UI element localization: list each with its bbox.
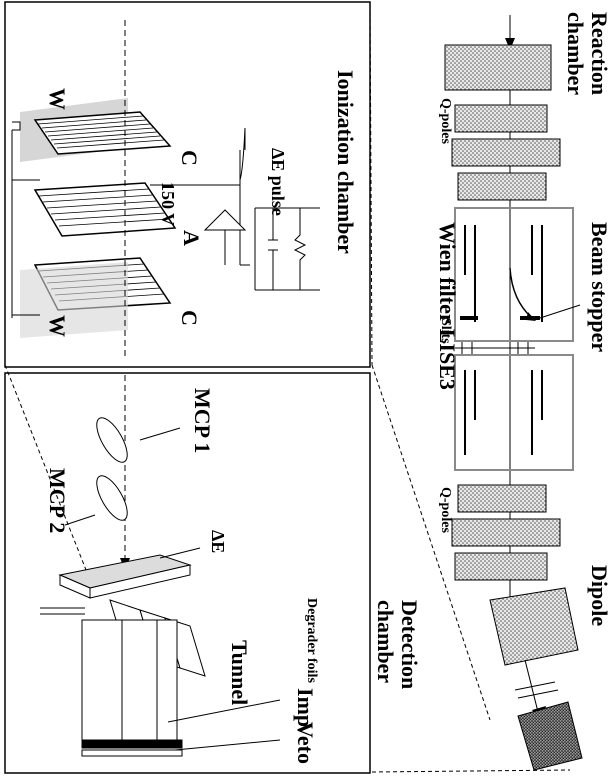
label-degrader-foils: Degrader foils [304,598,319,683]
reaction-chamber-block [444,44,552,91]
q-pole-1 [454,104,548,133]
label-delta-e-pulse: ΔE pulse [268,148,288,216]
label-a: A [179,230,204,246]
label-veto: Veto [293,722,318,764]
zoom-line-3 [371,769,571,773]
label-w-bottom: W [45,315,70,337]
label-voltage: 150 V [158,182,178,226]
beam-arrow-top [505,38,515,50]
label-detection-1: Detection [397,600,422,689]
q-pole-2 [451,138,561,167]
beam-line [444,15,583,771]
label-slits: Slits [438,318,453,344]
wien-filter-box-2 [454,354,574,471]
label-reaction-1: Reaction [587,12,612,95]
detection-frame [4,372,371,774]
wien-filter-box-1 [454,207,574,342]
detection-chamber-block [517,701,583,771]
mcp1-disk [96,417,128,463]
label-mcp2: MCP 2 [45,468,70,533]
q-pole-5 [451,518,561,547]
label-dipole: Dipole [587,565,612,626]
label-delta-e: ΔE [208,530,228,553]
mcp2-disk [96,475,128,521]
label-w-top: W [45,88,70,110]
label-mcp1: MCP 1 [190,388,215,453]
label-tunnel: Tunnel [227,640,252,705]
label-q-poles-top: Q-poles [438,98,453,144]
dipole-block [489,587,579,666]
label-detection-2: chamber [373,600,398,683]
q-pole-3 [457,172,547,201]
zoom-line-2 [371,364,491,721]
q-pole-4 [457,484,547,513]
label-ionization-chamber: Ionization chamber [333,70,358,254]
ionization-chamber-frame [4,1,371,368]
label-reaction-2: chamber [563,12,588,95]
label-c-top: C [177,150,202,166]
label-c-bottom: C [177,310,202,326]
chamber-wiring [11,121,320,318]
label-beam-stopper: Beam stopper [587,222,612,352]
tunnel-stack [40,607,281,757]
label-imp: Imp [293,688,318,727]
label-q-poles-bottom: Q-poles [438,487,453,533]
q-pole-6 [454,552,548,581]
label-wien-filter: Wien filter LISE3 [435,222,460,390]
electrode-plates [20,98,177,338]
zoom-line-4 [4,364,91,581]
